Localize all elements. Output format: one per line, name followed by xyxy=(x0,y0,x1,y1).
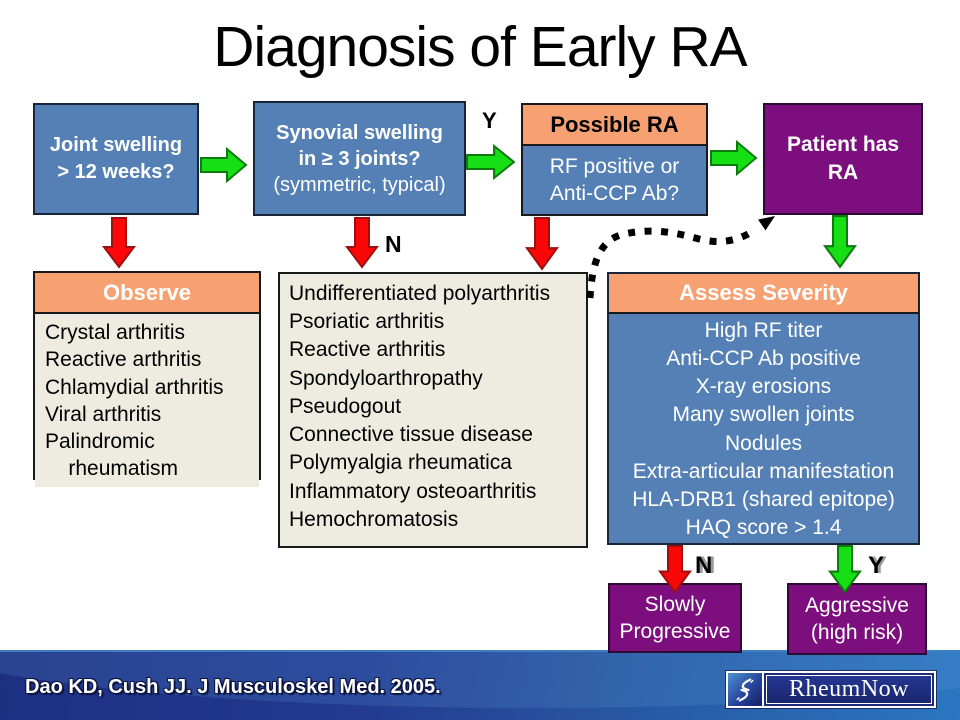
slowly-progressive-text: Slowly Progressive xyxy=(619,592,731,643)
citation-text: Dao KD, Cush JJ. J Musculoskel Med. 2005… xyxy=(25,676,441,698)
list-item: Extra-articular manifestation xyxy=(632,459,895,483)
possible-ra-header: Possible RA xyxy=(523,105,706,146)
arrow-right-icon xyxy=(200,146,248,184)
list-item: Nodules xyxy=(724,431,803,455)
synovial-note: (symmetric, typical) xyxy=(273,173,446,196)
list-item: Spondyloarthropathy xyxy=(289,366,483,390)
joint-glyph xyxy=(736,677,754,702)
flow-box-synovial-swelling: Synovial swelling in ≥ 3 joints? (symmet… xyxy=(253,101,466,216)
label-yes-top: Y xyxy=(482,108,497,133)
list-item: Anti-CCP Ab positive xyxy=(666,347,861,371)
arrow-right-icon xyxy=(710,139,758,177)
rheumnow-joint-icon xyxy=(728,673,764,706)
possible-ra-body: RF positive or Anti-CCP Ab? xyxy=(523,146,706,214)
list-item: Connective tissue disease xyxy=(289,423,533,447)
aggressive-text: Aggressive (high risk) xyxy=(805,593,909,644)
list-item: High RF titer xyxy=(704,319,823,342)
arrow-down-red-icon xyxy=(525,217,559,271)
list-item: Viral arthritis xyxy=(45,402,162,426)
list-item: Psoriatic arthritis xyxy=(289,310,445,334)
patient-has-ra-text: Patient has RA xyxy=(786,132,900,184)
list-item: Many swollen joints xyxy=(672,403,855,427)
list-item: Palindromic rheumatism xyxy=(45,430,179,481)
list-item: Reactive arthritis xyxy=(45,348,202,372)
arrow-down-red-icon xyxy=(658,545,692,594)
rheumnow-logo: RheumNow xyxy=(726,671,936,708)
arrow-down-red-icon xyxy=(345,217,379,269)
list-item: Chlamydial arthritis xyxy=(45,375,224,399)
list-item: Pseudogout xyxy=(289,394,402,418)
synovial-line1: Synovial swelling xyxy=(276,121,443,144)
outcome-box-slowly-progressive: Slowly Progressive xyxy=(608,583,742,653)
outcome-box-aggressive: Aggressive (high risk) xyxy=(787,583,927,655)
list-item: HAQ score > 1.4 xyxy=(685,515,842,539)
flow-box-joint-swelling: Joint swelling > 12 weeks? xyxy=(33,103,199,215)
flow-box-possible-ra: Possible RA RF positive or Anti-CCP Ab? xyxy=(521,103,708,216)
arrow-right-icon xyxy=(466,143,516,181)
list-item: Undifferentiated polyarthritis xyxy=(289,282,551,305)
list-item: HLA-DRB1 (shared epitope) xyxy=(632,487,895,511)
list-item: Polymyalgia rheumatica xyxy=(289,451,512,475)
synovial-text: Synovial swelling in ≥ 3 joints? (symmet… xyxy=(255,103,464,214)
list-item: Hemochromatosis xyxy=(289,507,459,531)
label-no-bottom: N xyxy=(695,552,713,579)
arrow-down-green-icon xyxy=(823,215,857,269)
label-yes-bottom: Y xyxy=(868,552,885,579)
joint-swelling-text: Joint swelling > 12 weeks? xyxy=(49,134,183,183)
list-item: Inflammatory osteoarthritis xyxy=(289,479,537,503)
list-item: Reactive arthritis xyxy=(289,338,446,362)
label-no-mid: N xyxy=(385,231,402,257)
observe-header: Observe xyxy=(35,273,259,314)
assess-severity-header: Assess Severity xyxy=(609,274,918,314)
rheumnow-logo-text: RheumNow xyxy=(766,675,932,704)
synovial-line2: in ≥ 3 joints? xyxy=(298,147,421,170)
list-item: Crystal arthritis xyxy=(45,321,186,344)
arrow-down-red-icon xyxy=(102,217,136,269)
footer-band: Dao KD, Cush JJ. J Musculoskel Med. 2005… xyxy=(0,650,960,720)
list-item: X-ray erosions xyxy=(695,375,832,399)
arrow-down-green-icon xyxy=(828,545,862,594)
flow-box-patient-has-ra: Patient has RA xyxy=(763,103,923,215)
slide-title: Diagnosis of Early RA xyxy=(213,15,747,79)
dashed-curve-arrow-icon xyxy=(586,216,775,299)
